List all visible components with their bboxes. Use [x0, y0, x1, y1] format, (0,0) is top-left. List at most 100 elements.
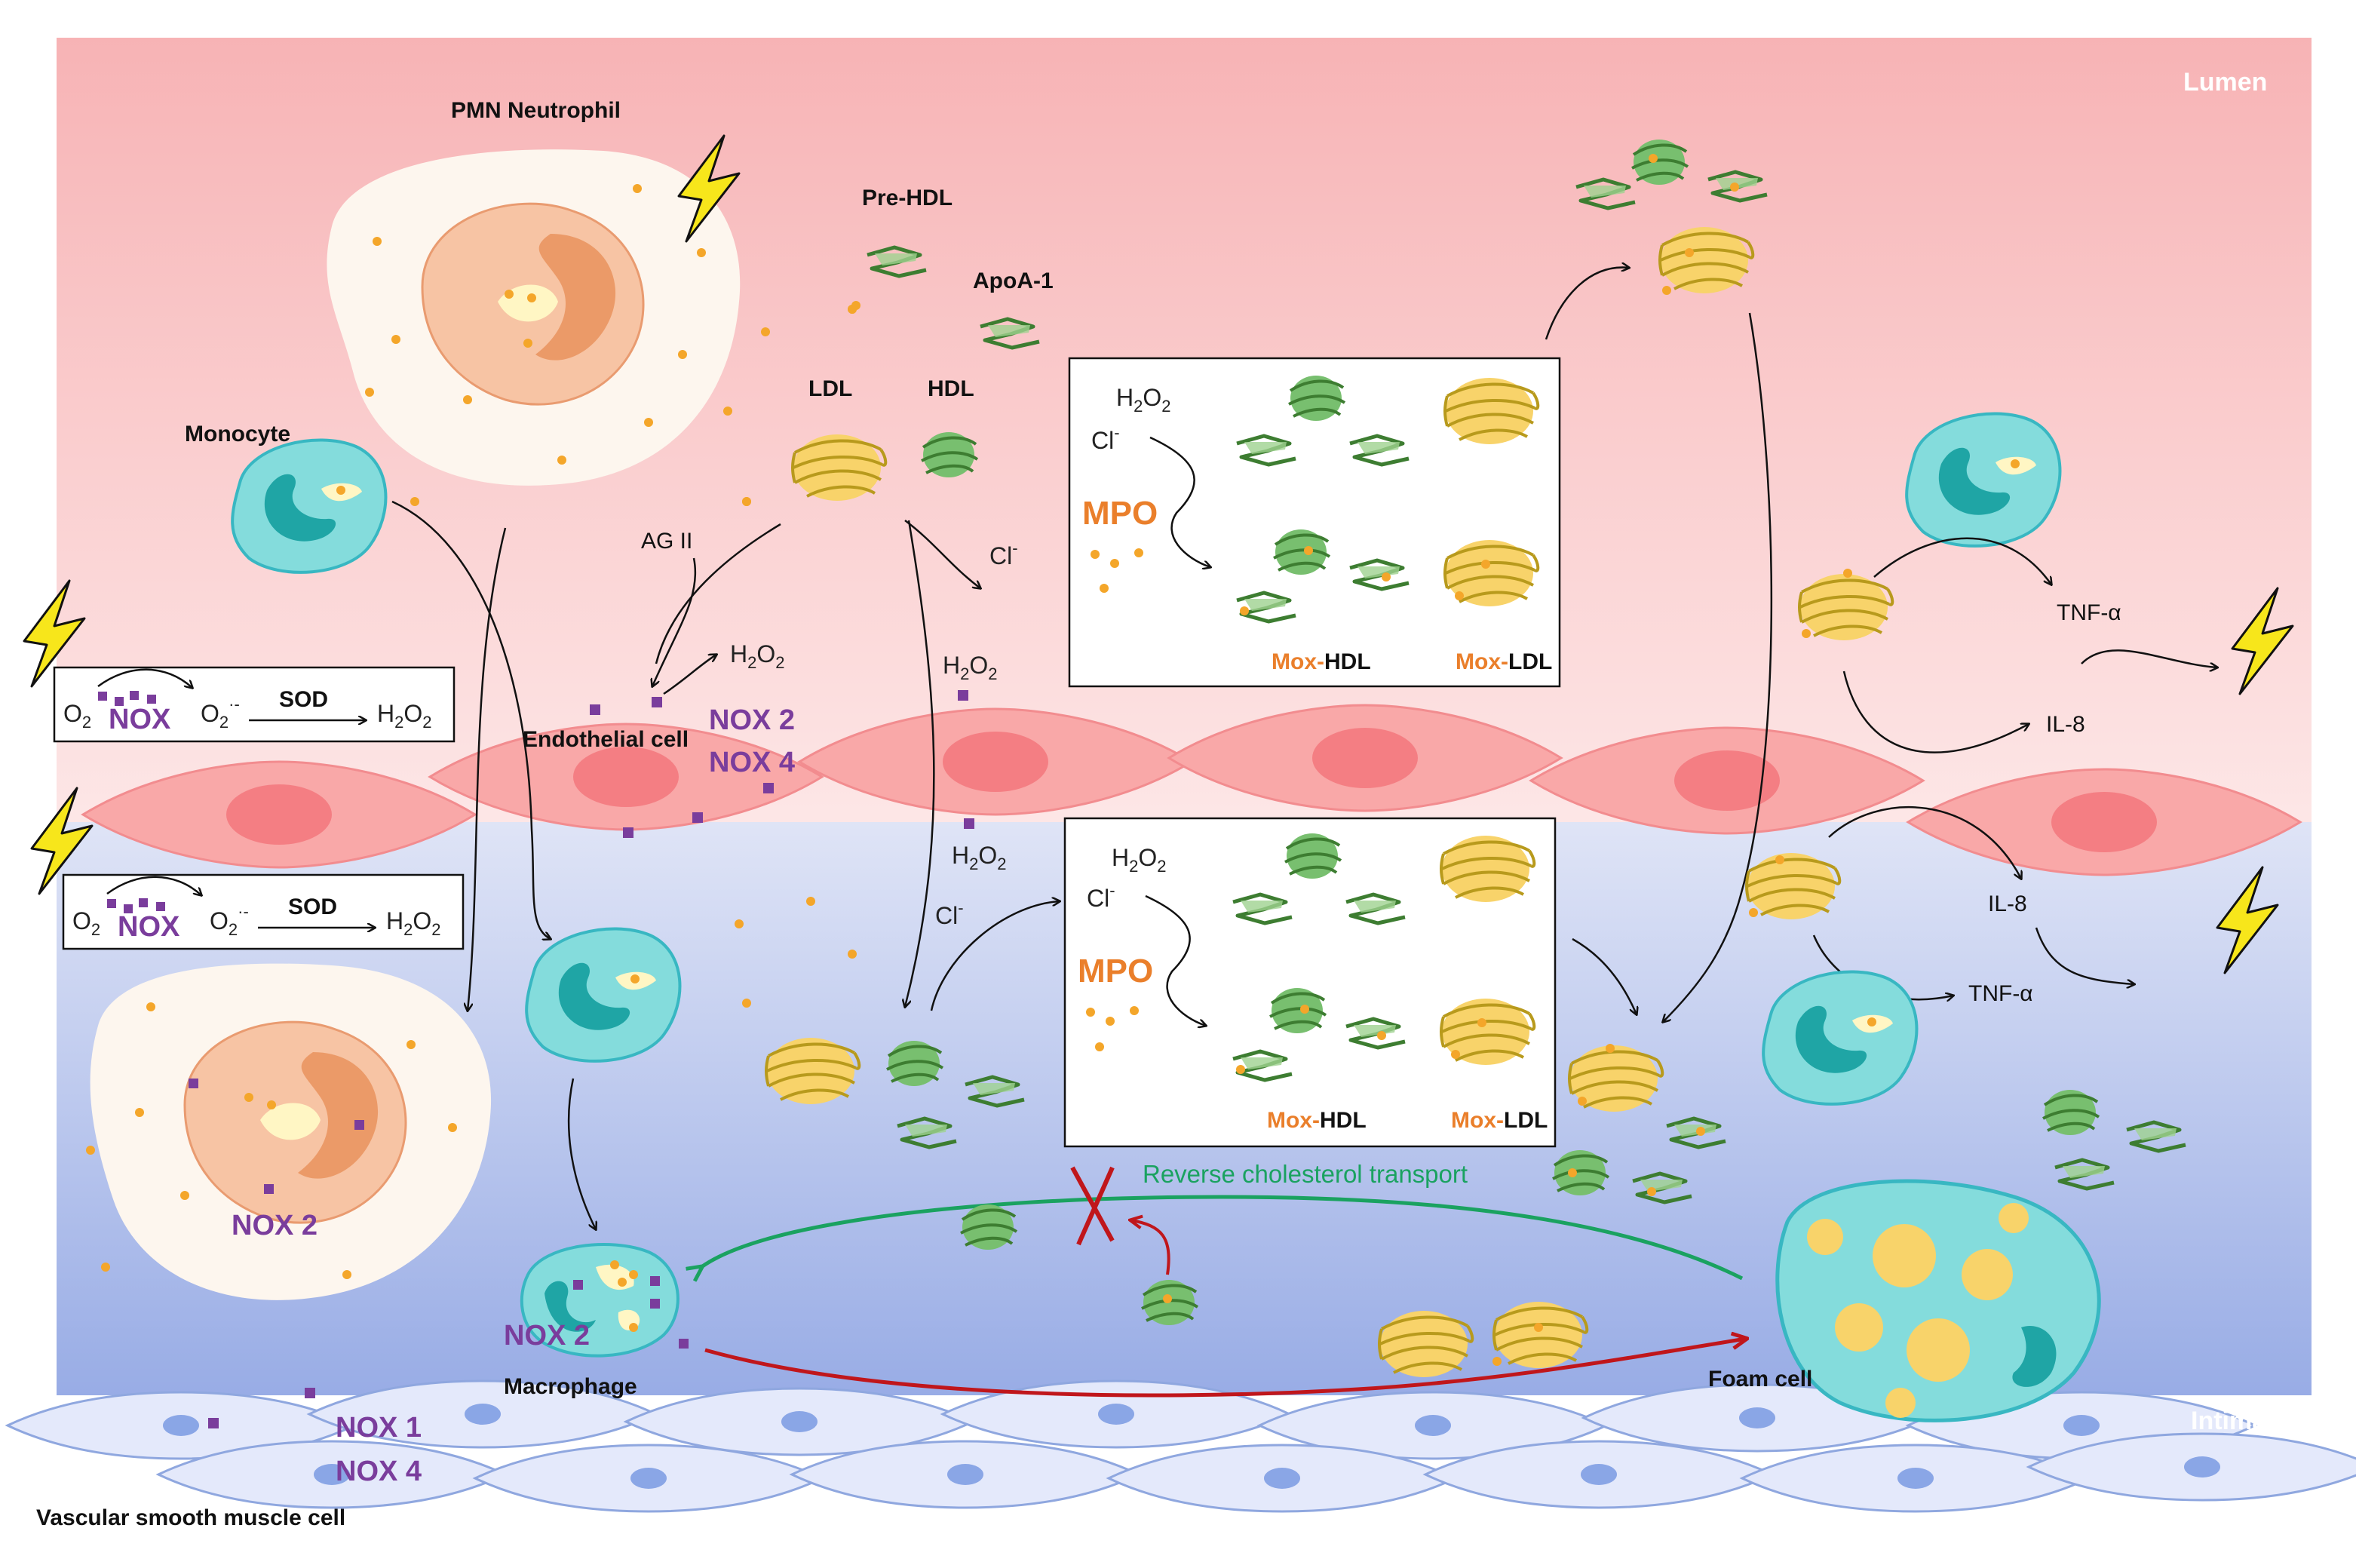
- o-text: O: [403, 700, 422, 727]
- foam-cell: [1775, 1179, 2101, 1422]
- cl-text: Cl: [935, 902, 958, 929]
- mox-ldl-suffix: LDL: [1508, 649, 1552, 674]
- nox-markers: [590, 690, 974, 838]
- ldl-lumen-right: [1798, 572, 1894, 642]
- mox-hdl-suffix: HDL: [1324, 649, 1371, 674]
- macrophage: [520, 1243, 689, 1358]
- monocyte-intima-right: [1762, 970, 1919, 1106]
- vsmc-nox-markers: [208, 1388, 315, 1428]
- monocyte-label: Monocyte: [185, 422, 290, 446]
- sub-text: 2: [747, 653, 756, 672]
- o-text: O: [72, 907, 91, 934]
- superoxide-charge: ·-: [229, 695, 240, 713]
- h-text: H: [377, 700, 394, 727]
- foam-cell-label: Foam cell: [1708, 1367, 1812, 1392]
- o-text: O: [413, 907, 431, 934]
- ldl-intima-right: [1745, 852, 1842, 921]
- mpo-box-lumen: H2O2 Cl- MPO Mox-HDL Mox-LDL: [1068, 357, 1561, 688]
- vsmc-label: Vascular smooth muscle cell: [36, 1505, 345, 1530]
- svg-text:H2O2: H2O2: [1112, 844, 1167, 876]
- h-text: H: [386, 907, 403, 934]
- nox4-endothelial-label: NOX 4: [709, 747, 795, 778]
- h-text: H: [943, 652, 960, 679]
- mox-prefix: Mox-: [1451, 1108, 1504, 1133]
- o-text: O: [210, 907, 229, 934]
- nox-label: NOX: [118, 911, 180, 943]
- oxidized-lipoproteins-intima: [1551, 1044, 1726, 1202]
- svg-text:Mox-LDL: Mox-LDL: [1456, 649, 1552, 674]
- nox1-label: NOX 1: [336, 1412, 422, 1444]
- nox2-macrophage-label: NOX 2: [504, 1320, 590, 1352]
- ldl-label: LDL: [808, 376, 852, 401]
- svg-text:Cl-: Cl-: [1091, 423, 1120, 454]
- mox-ldl-suffix: LDL: [1504, 1108, 1548, 1133]
- apoa1-label: ApoA-1: [973, 268, 1054, 293]
- svg-text:H2O2: H2O2: [943, 652, 998, 683]
- charge-text: -: [1114, 423, 1119, 442]
- h-text: H: [730, 640, 747, 667]
- sod-label: SOD: [279, 687, 328, 712]
- charge-text: -: [958, 898, 963, 917]
- ldl-foam-transport: [1378, 1300, 1589, 1379]
- sub-text: 2: [988, 664, 997, 683]
- sub-text: 2: [229, 920, 238, 939]
- foam-formation-arrow: [704, 1339, 1746, 1398]
- hdl-label: HDL: [928, 376, 974, 401]
- endothelial-cell-label: Endothelial cell: [523, 727, 689, 752]
- lumen-label: Lumen: [2183, 68, 2267, 97]
- sub-text: 2: [1161, 397, 1170, 416]
- charge-text: -: [1012, 539, 1017, 557]
- cl-text: Cl: [989, 542, 1012, 569]
- mox-prefix: Mox-: [1267, 1108, 1320, 1133]
- svg-text:Mox-HDL: Mox-HDL: [1267, 1108, 1367, 1133]
- sub-text: 2: [1129, 857, 1138, 876]
- o-text: O: [1138, 844, 1157, 871]
- svg-text:H2O2: H2O2: [1116, 384, 1171, 416]
- svg-text:Cl-: Cl-: [935, 898, 964, 929]
- il8-lumen: IL-8: [2046, 712, 2085, 737]
- oxidized-lipoproteins-top: [1576, 138, 1767, 295]
- svg-text:H2O2: H2O2: [386, 907, 441, 939]
- monocyte-lumen: [231, 438, 388, 574]
- svg-text:Mox-HDL: Mox-HDL: [1272, 649, 1371, 674]
- h-text: H: [1116, 384, 1134, 411]
- o-text: O: [969, 652, 988, 679]
- superoxide-charge: ·-: [238, 902, 249, 921]
- o-text: O: [1143, 384, 1161, 411]
- o-text: O: [63, 700, 82, 727]
- nox2-endothelial-label: NOX 2: [709, 704, 795, 736]
- sub-text: 2: [960, 664, 969, 683]
- nox-reaction-box-intima: O2 NOX O2·- SOD H2O2: [62, 873, 465, 950]
- reverse-cholesterol-label: Reverse cholesterol transport: [1143, 1160, 1468, 1188]
- sub-text: 2: [82, 713, 91, 732]
- svg-text:H2O2: H2O2: [377, 700, 432, 732]
- block-cross-icon: [1070, 1166, 1115, 1246]
- mpo-box-intima: H2O2 Cl- MPO Mox-HDL Mox-LDL: [1063, 817, 1557, 1148]
- charge-text: -: [1109, 881, 1115, 900]
- tnf-alpha-intima: TNF-α: [1968, 981, 2033, 1006]
- tnf-alpha-lumen: TNF-α: [2057, 600, 2121, 625]
- svg-text:H2O2: H2O2: [730, 640, 785, 672]
- sub-text: 2: [1134, 397, 1143, 416]
- sub-text: 2: [394, 713, 403, 732]
- pre-hdl-label: Pre-HDL: [862, 186, 953, 210]
- svg-text:O2: O2: [72, 907, 100, 939]
- ag2-label: AG II: [641, 529, 692, 554]
- monocyte-intima: [525, 927, 682, 1063]
- intima-label: Intima: [2191, 1407, 2267, 1435]
- mox-prefix: Mox-: [1272, 649, 1324, 674]
- pmn-neutrophil-lumen: [327, 149, 857, 506]
- sub-text: 2: [422, 713, 431, 732]
- cl-text: Cl: [1091, 427, 1114, 454]
- svg-text:O2: O2: [63, 700, 91, 732]
- svg-text:Cl-: Cl-: [1087, 881, 1115, 912]
- sub-text: 2: [969, 855, 978, 873]
- mpo-granules: [742, 301, 860, 506]
- h-text: H: [952, 842, 969, 869]
- pmn-neutrophil-intima: [86, 963, 492, 1300]
- nox-reaction-box-lumen: O2 NOX O2·- SOD H2O2: [53, 666, 456, 743]
- mox-hdl-suffix: HDL: [1320, 1108, 1367, 1133]
- nox-label: NOX: [109, 704, 171, 735]
- o-text: O: [201, 700, 219, 727]
